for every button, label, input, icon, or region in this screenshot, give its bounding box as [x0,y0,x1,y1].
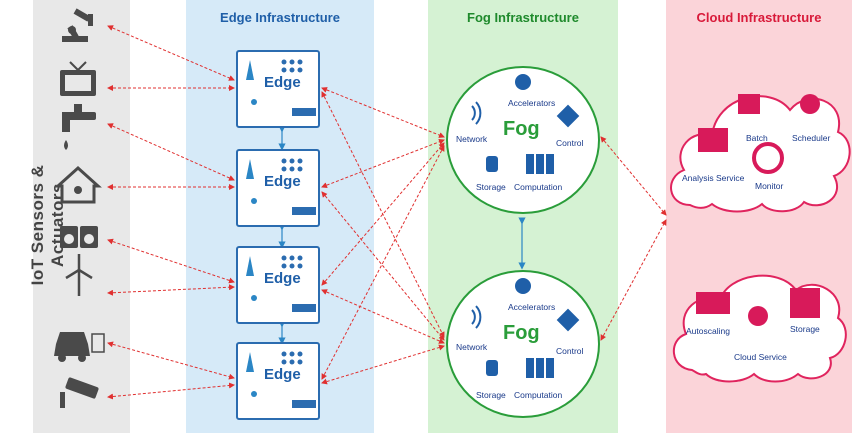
scheduler-icon [800,94,820,114]
edge-node-label: Edge [264,74,301,91]
fog-control-label: Control [556,346,584,356]
storage-icon [790,288,820,318]
tv-icon [60,61,96,96]
edge-node[interactable]: Edge [236,342,320,420]
fog-storage-label: Storage [476,390,506,400]
smart-home-icon [54,165,102,204]
wifi-icon [471,305,482,329]
gear-icon [515,278,531,294]
autoscaling-icon [696,292,730,314]
fog-accelerators-label: Accelerators [508,98,556,108]
fog-accelerators-label: Accelerators [508,302,556,312]
edge-node-graphic [246,59,316,116]
fog-node-icons [471,278,580,378]
fog-computation-label: Computation [514,182,563,192]
fog-network-label: Network [456,342,488,352]
fog-title: Fog [503,118,540,140]
wifi-icon [471,101,482,125]
analysis-service-icon [698,128,728,152]
monitor-icon [752,142,784,174]
database-icon [486,360,498,376]
cloud-column-title: Cloud Infrastructure [696,10,822,25]
fog-control-label: Control [556,138,584,148]
cloud-monitor-label: Monitor [755,181,784,191]
fog-title: Fog [503,322,540,344]
server-icon [526,154,554,174]
wind-turbine-icon [65,254,93,296]
robot-arm-icon [62,8,93,42]
edge-node[interactable]: Edge [236,50,320,128]
database-icon [486,156,498,172]
cloud-autoscaling-label: Autoscaling [686,326,730,336]
edge-node-graphic [246,351,316,408]
edge-node-label: Edge [264,173,301,190]
edge-node[interactable]: Edge [236,149,320,227]
washing-machine-icon [60,226,98,248]
edge-node-label: Edge [264,366,301,383]
cloud-analysis-label: Analysis Service [682,173,745,183]
faucet-icon [62,104,96,150]
edge-node-graphic [246,158,316,215]
edge-node[interactable]: Edge [236,246,320,324]
fog-network-label: Network [456,134,488,144]
cloud-service-icon [748,306,768,326]
cloud-top-outline [670,95,851,213]
fog-node[interactable]: Accelerators Network Fog Control Storage… [446,270,600,418]
fog-node[interactable]: Accelerators Network Fog Control Storage… [446,66,600,214]
fog-column-title: Fog Infrastructure [467,10,579,25]
edge-node-label: Edge [264,270,301,287]
batch-icon [738,94,760,114]
cloud-batch-label: Batch [746,133,768,143]
cloud-service-label: Cloud Service [734,352,787,362]
edge-node-graphic [246,255,316,312]
fog-node-icons [471,74,580,174]
server-icon [526,358,554,378]
security-camera-icon [60,377,99,408]
fog-storage-label: Storage [476,182,506,192]
edge-column-title: Edge Infrastructure [220,10,340,25]
gear-icon [515,74,531,90]
car-icon [54,332,105,362]
fog-computation-label: Computation [514,390,563,400]
cloud-scheduler-label: Scheduler [792,133,831,143]
cloud-storage-label: Storage [790,324,820,334]
